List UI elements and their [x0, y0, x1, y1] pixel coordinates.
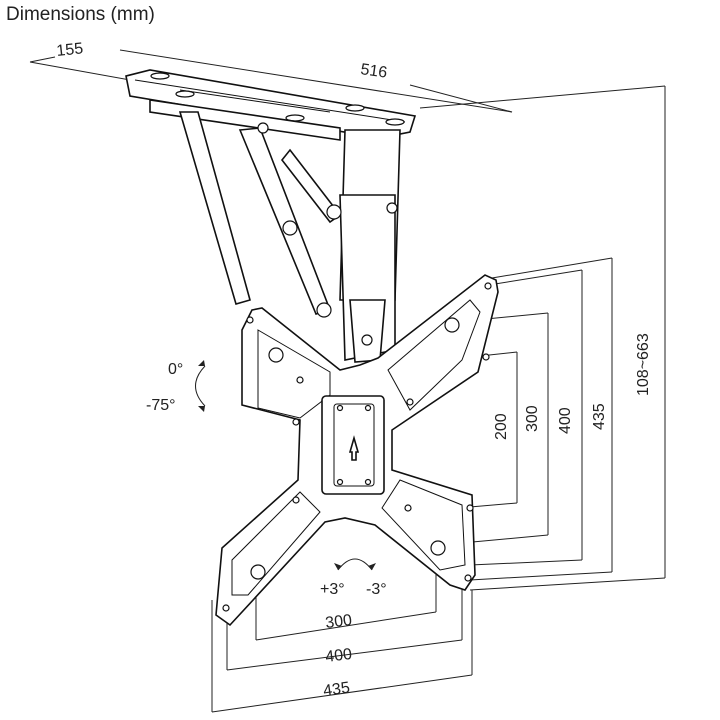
vesa-plate	[215, 274, 499, 627]
label-tilt-0: 0°	[168, 361, 183, 378]
label-v300: 300	[524, 405, 541, 432]
label-swivel-plus: +3°	[320, 581, 345, 598]
label-h435: 435	[322, 679, 351, 700]
label-h300: 300	[324, 612, 353, 632]
ceiling-plate	[125, 69, 417, 141]
diagram-title: Dimensions (mm)	[6, 4, 155, 25]
label-v400: 400	[557, 407, 574, 434]
tilt-arrow	[195, 360, 206, 412]
label-h400: 400	[324, 646, 353, 666]
label-v435: 435	[591, 403, 608, 430]
label-155: 155	[56, 40, 84, 60]
label-swivel-minus: -3°	[366, 581, 387, 598]
label-108-663: 108~663	[635, 333, 652, 396]
label-tilt-75: -75°	[146, 397, 176, 414]
label-516: 516	[359, 61, 388, 82]
label-v200: 200	[493, 413, 510, 440]
swivel-arrow	[334, 558, 376, 571]
support-arms	[178, 111, 401, 363]
